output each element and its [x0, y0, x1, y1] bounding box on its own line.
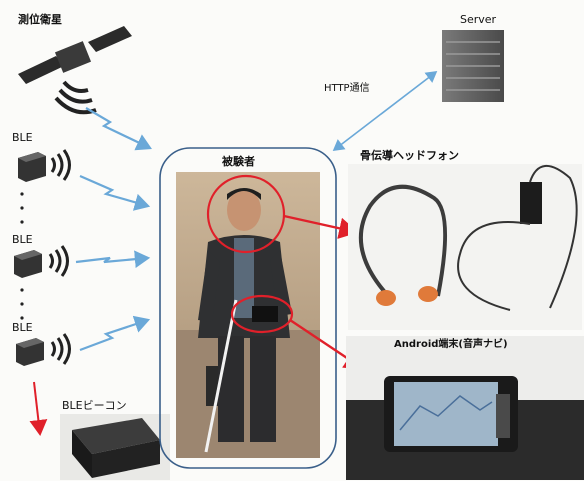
satellite-label: 測位衛星: [18, 13, 62, 26]
http-label: HTTP通信: [324, 83, 370, 94]
ble-beacon-icon: [14, 250, 42, 278]
signal-wave-icon: [50, 149, 71, 181]
headphone-label: 骨伝導ヘッドフォン: [360, 149, 459, 162]
beacon-photo: [60, 414, 170, 480]
ble-beacon-icon: [18, 152, 46, 182]
http-arrow: [332, 71, 438, 151]
beacon-arrow: [29, 381, 48, 436]
subject-frame: [159, 147, 337, 469]
signal-wave-icon: [48, 245, 69, 277]
signal-wave-icon: [50, 333, 71, 365]
beacon-label: BLEビーコン: [62, 399, 127, 412]
server-icon: [442, 30, 504, 102]
head-highlight: [206, 174, 286, 254]
ble-signal-arrow: [79, 174, 151, 211]
headphone-arrow: [283, 214, 359, 239]
server-label: Server: [460, 13, 497, 26]
satellite-icon: [18, 26, 132, 115]
ble-signal-arrow: [75, 250, 151, 268]
subject-label: 被験者: [222, 155, 255, 168]
ellipsis-dots: [20, 192, 24, 320]
ble-signal-arrow: [79, 315, 151, 352]
ble-label-1: BLE: [12, 131, 33, 144]
android-photo: [346, 336, 584, 480]
android-label: Android端末(音声ナビ): [394, 339, 508, 350]
person-photo: [176, 172, 320, 458]
headphone-photo: [348, 164, 582, 330]
ble-beacon-icon: [16, 338, 44, 366]
hand-highlight: [230, 294, 294, 334]
ble-label-2: BLE: [12, 233, 33, 246]
ble-label-3: BLE: [12, 321, 33, 334]
satellite-signal-arrow: [85, 107, 152, 151]
